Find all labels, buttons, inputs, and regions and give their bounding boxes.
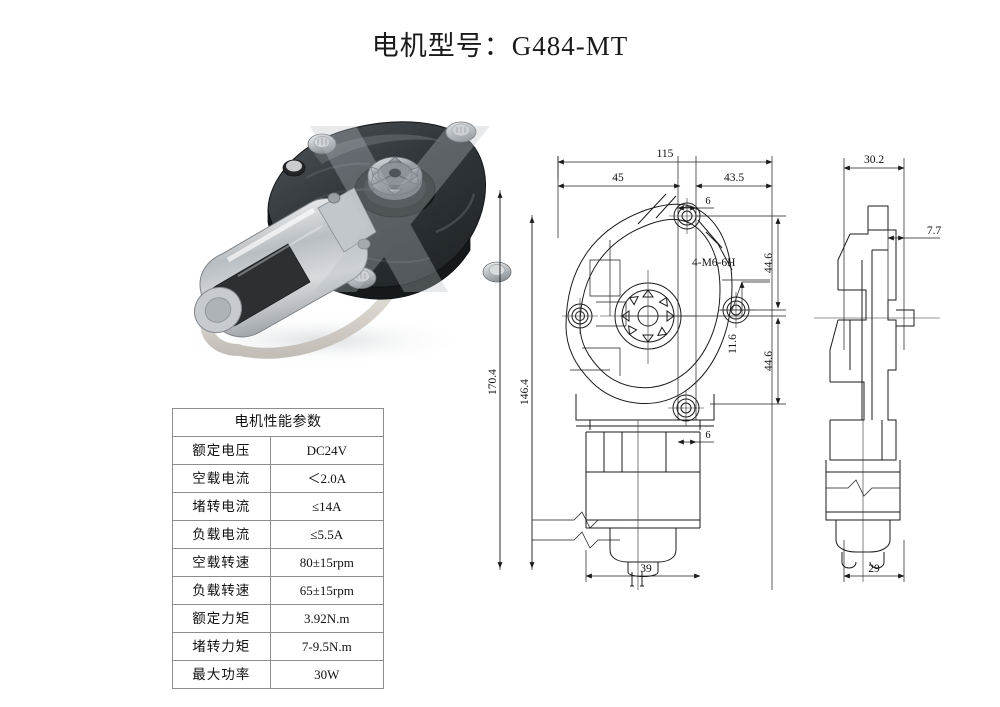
table-row: 额定电压 DC24V (172, 436, 385, 465)
mounting-hole (669, 198, 705, 234)
motor-photo-illustration (173, 121, 512, 366)
spec-label: 堵转力矩 (172, 632, 271, 661)
spec-value: 7-9.5N.m (269, 632, 385, 661)
table-row: 负载转速 65±15rpm (172, 576, 385, 605)
spec-value: 80±15rpm (269, 548, 385, 577)
spec-value: 3.92N.m (269, 604, 385, 633)
dim-overall-width: 115 (557, 148, 773, 165)
mounting-boss (445, 121, 477, 143)
dim-value: 115 (657, 148, 674, 160)
thread-callout: 4-M6-6H (692, 257, 770, 311)
table-header-row: 电机性能参数 (172, 408, 384, 437)
dim-right-segment: 43.5 (695, 172, 773, 189)
motor-can (193, 198, 368, 338)
motor-body-section (585, 431, 701, 587)
spec-label: 额定电压 (172, 436, 271, 465)
dim-value: 29 (868, 563, 880, 575)
mounting-hole (668, 390, 704, 426)
spec-label: 堵转电流 (172, 492, 271, 521)
dim-value: 6 (705, 196, 710, 207)
callout-text: 4-M6-6H (692, 257, 735, 269)
spec-label: 空载电流 (172, 464, 271, 493)
table-row: 负载电流 ≤5.5A (172, 520, 385, 549)
spec-value: ≤14A (269, 492, 385, 521)
dim-value: 43.5 (724, 172, 744, 184)
dim-motor-depth: 29 (843, 563, 905, 579)
side-view-drawing: 30.2 7.7 29 (814, 154, 941, 582)
spec-table-title: 电机性能参数 (172, 408, 384, 437)
table-row: 额定力矩 3.92N.m (172, 604, 385, 633)
break-line (532, 511, 620, 549)
dim-value: 44.6 (763, 351, 775, 371)
spec-label: 额定力矩 (172, 604, 271, 633)
spec-label: 负载电流 (172, 520, 271, 549)
dim-value: 44.6 (763, 253, 775, 273)
dim-shaft-offset: 7.7 (887, 225, 942, 241)
table-row: 堵转力矩 7-9.5N.m (172, 632, 385, 661)
mounting-hole (718, 292, 754, 328)
dim-value: 30.2 (864, 154, 884, 166)
spec-table: 电机性能参数 额定电压 DC24V 空载电流 ＜2.0A 堵转电流 ≤14A 负… (172, 408, 385, 689)
dim-boss-bottom: 44.6 (763, 317, 781, 405)
output-gear-icon (367, 156, 423, 200)
break-line (826, 479, 900, 497)
dim-value: 39 (640, 563, 652, 575)
dim-left-segment: 45 (557, 172, 681, 189)
mounting-boss (307, 133, 337, 155)
spec-value: 65±15rpm (269, 576, 385, 605)
dim-value: 146.4 (519, 379, 531, 405)
dim-overall-height: 170.4 (487, 191, 503, 569)
dim-value: 45 (612, 172, 624, 184)
dim-motor-width: 39 (585, 550, 701, 582)
engineering-drawings: 115 45 43.5 6 (470, 120, 990, 600)
dim-value: 11.6 (727, 334, 739, 354)
watermark (310, 126, 490, 292)
dim-boss-top: 44.6 (763, 217, 781, 309)
spec-label: 空载转速 (172, 548, 271, 577)
spec-value: 30W (269, 660, 385, 689)
dim-depth: 30.2 (843, 154, 905, 171)
dim-value: 6 (705, 430, 710, 441)
dim-boss-offset: 11.6 (727, 281, 745, 354)
mounting-hole (562, 298, 598, 334)
front-view-drawing: 115 45 43.5 6 (487, 148, 786, 590)
spec-value: ＜2.0A (269, 464, 385, 493)
product-photo (118, 82, 518, 382)
dim-bottom-offset: 6 (677, 430, 714, 445)
table-row: 空载电流 ＜2.0A (172, 464, 385, 493)
spec-label: 最大功率 (172, 660, 271, 689)
page-title: 电机型号：G484-MT (371, 31, 629, 61)
table-row: 堵转电流 ≤14A (172, 492, 385, 521)
spec-value: ≤5.5A (269, 520, 385, 549)
spec-label: 负载转速 (172, 576, 271, 605)
output-gear (600, 270, 696, 364)
table-row: 最大功率 30W (172, 660, 385, 689)
dim-inner-height: 146.4 (519, 216, 535, 569)
spec-value: DC24V (269, 436, 385, 465)
dim-value: 170.4 (487, 369, 499, 395)
table-row: 空载转速 80±15rpm (172, 548, 385, 577)
dim-value: 7.7 (927, 225, 942, 237)
